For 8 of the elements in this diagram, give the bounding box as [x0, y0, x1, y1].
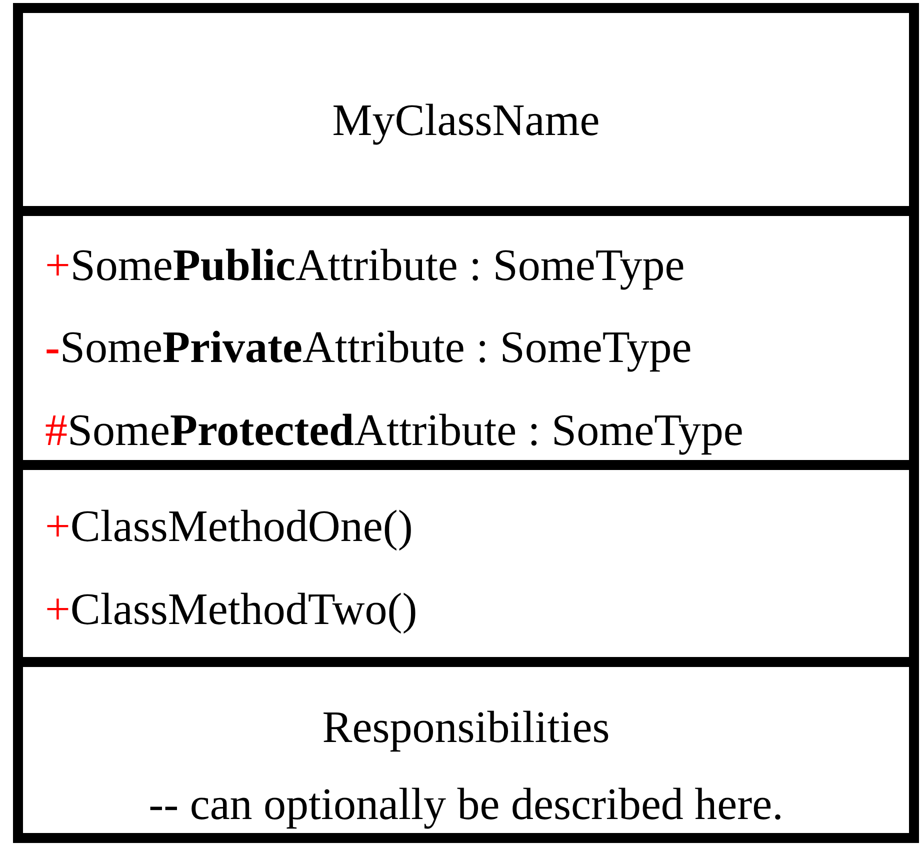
method-text: +ClassMethodOne() [45, 502, 413, 552]
responsibilities-text: -- can optionally be described here. [148, 780, 784, 830]
method-text: +ClassMethodTwo() [45, 585, 418, 634]
class-name: MyClassName [331, 96, 601, 146]
responsibilities-heading: Responsibilities [321, 703, 611, 752]
attribute-text: -SomePrivateAttribute : SomeType [45, 323, 692, 372]
attribute-text: +SomePublicAttribute : SomeType [45, 241, 685, 290]
attribute-text: #SomeProtectedAttribute : SomeType [45, 406, 744, 456]
